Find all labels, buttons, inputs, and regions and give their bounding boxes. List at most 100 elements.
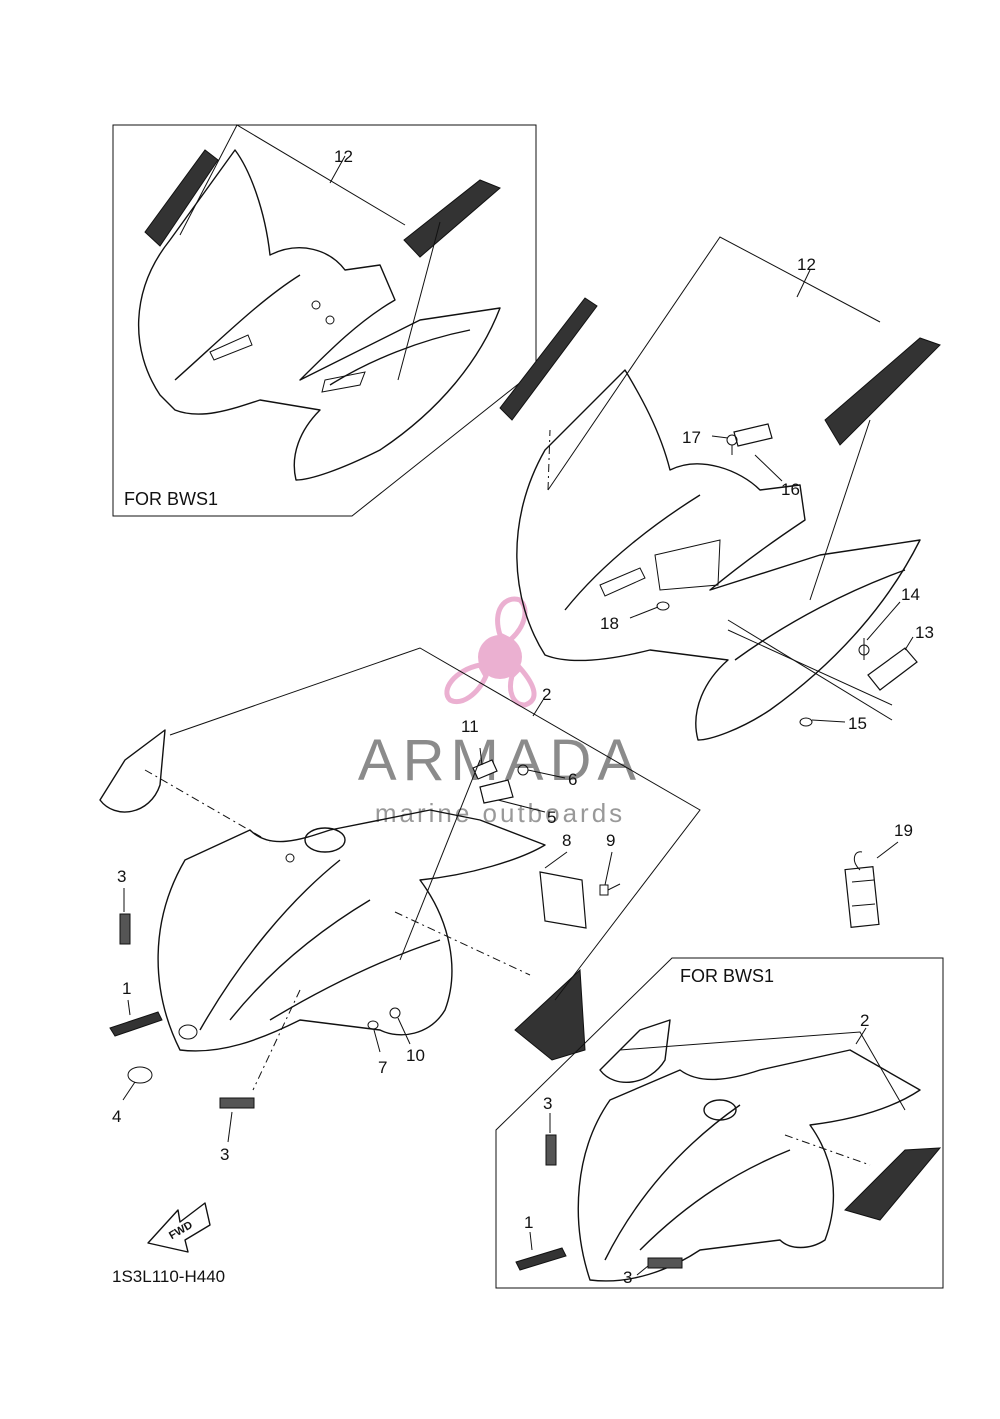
- leader-14: [866, 601, 901, 641]
- washer-15: [799, 717, 813, 727]
- tail-lamp: [178, 1024, 198, 1040]
- box-frame: [112, 124, 537, 517]
- decal-2-right: [844, 1147, 942, 1221]
- tail-opening: [304, 827, 346, 853]
- leader-12-right: [809, 419, 871, 601]
- leader-17: [711, 435, 729, 439]
- leader-18: [629, 606, 659, 619]
- leader-12-tick: [329, 155, 346, 184]
- leader-3b: [636, 1265, 649, 1276]
- callout-9: 9: [606, 831, 615, 850]
- washer-18: [656, 601, 670, 611]
- sticker-3: [545, 1134, 557, 1166]
- front-fender-bws1-box: FOR BWS1 12: [112, 124, 537, 517]
- rivet-17: [726, 434, 738, 455]
- callout-12: 12: [797, 255, 816, 274]
- side-sticker-2: [599, 1019, 671, 1084]
- sticker-13: [867, 647, 918, 691]
- callout-3: 3: [117, 867, 126, 886]
- leader-12: [547, 236, 881, 491]
- fender-line: [564, 494, 701, 611]
- leader-1: [127, 999, 131, 1016]
- tail-opening: [703, 1099, 737, 1121]
- leader-12-right: [397, 221, 441, 381]
- leader-2: [619, 1031, 906, 1111]
- leader-9: [604, 851, 613, 886]
- side-sticker-2: [99, 729, 166, 813]
- leader-dash: [547, 429, 551, 491]
- emblem-plate: [321, 371, 366, 393]
- leader-8: [544, 851, 568, 869]
- propeller-logo: [444, 596, 537, 708]
- front-fender-outline: [516, 369, 921, 741]
- sticker-11: [472, 759, 498, 780]
- reflector-4: [127, 1066, 153, 1084]
- decal-12-right: [824, 337, 941, 446]
- sticker-3: [119, 913, 131, 945]
- callout-2: 2: [542, 685, 551, 704]
- forward-arrow: FWD: [147, 1202, 211, 1253]
- callout-13: 13: [915, 623, 934, 642]
- callout-10: 10: [406, 1046, 425, 1065]
- rear-fender-outline: [577, 1049, 921, 1282]
- callout-4: 4: [112, 1107, 121, 1126]
- decal-2-right: [514, 968, 586, 1061]
- emblem-1: [109, 1011, 163, 1037]
- bracket: [654, 539, 721, 591]
- caution-tag-19: 19: [844, 821, 913, 928]
- leader-connector: [399, 759, 481, 961]
- front-fender-main: 12 16 17 18 14 13 15: [499, 236, 941, 741]
- tag-string: [853, 851, 863, 871]
- leader-12-tick: [796, 269, 811, 298]
- tag-19: [844, 866, 880, 928]
- leader-19: [876, 841, 899, 859]
- box-title: FOR BWS1: [680, 966, 774, 986]
- callout-3: 3: [623, 1268, 632, 1287]
- rear-fender-outline: [157, 809, 546, 1052]
- callout-14: 14: [901, 585, 920, 604]
- callout-19: 19: [894, 821, 913, 840]
- sticker-3: [647, 1257, 683, 1269]
- callout-2: 2: [860, 1011, 869, 1030]
- washer-7: [367, 1020, 379, 1030]
- leader-2: [169, 647, 701, 1001]
- tag-line: [851, 903, 876, 907]
- callout-7: 7: [378, 1058, 387, 1077]
- leader-15c: [811, 719, 846, 723]
- callout-6: 6: [568, 770, 577, 789]
- callout-1: 1: [122, 979, 131, 998]
- leader-12: [179, 124, 406, 236]
- fender-line: [174, 274, 301, 381]
- bolt-9: [599, 883, 621, 896]
- tag-line: [851, 879, 875, 883]
- leader-dash: [784, 1134, 871, 1166]
- callout-3: 3: [220, 1145, 229, 1164]
- leader-4: [122, 1081, 136, 1101]
- sticker-3: [219, 1097, 255, 1109]
- fender-line: [329, 329, 471, 386]
- emblem-1: [515, 1247, 567, 1271]
- fwd-arrow-icon: [147, 1202, 211, 1253]
- fender-line: [604, 1104, 741, 1261]
- callout-11: 11: [461, 717, 479, 736]
- leader-2-tick: [855, 1027, 867, 1045]
- callout-18: 18: [600, 614, 619, 633]
- plate-8: [539, 871, 587, 929]
- leader-6: [527, 769, 566, 779]
- fender-line: [639, 1149, 791, 1251]
- leader-13: [904, 636, 914, 651]
- callout-15: 15: [848, 714, 867, 733]
- drawing-code: 1S3L110-H440: [112, 1267, 225, 1286]
- callout-8: 8: [562, 831, 571, 850]
- leader-11: [479, 747, 483, 766]
- rivet-14: [858, 638, 870, 660]
- decal-12-left: [144, 149, 219, 247]
- leader-10: [397, 1017, 411, 1045]
- leader-15: [727, 629, 893, 706]
- fender-line: [229, 899, 371, 1021]
- leader-dash: [144, 769, 271, 843]
- fender-line: [199, 859, 341, 1031]
- leader-dash: [394, 911, 531, 976]
